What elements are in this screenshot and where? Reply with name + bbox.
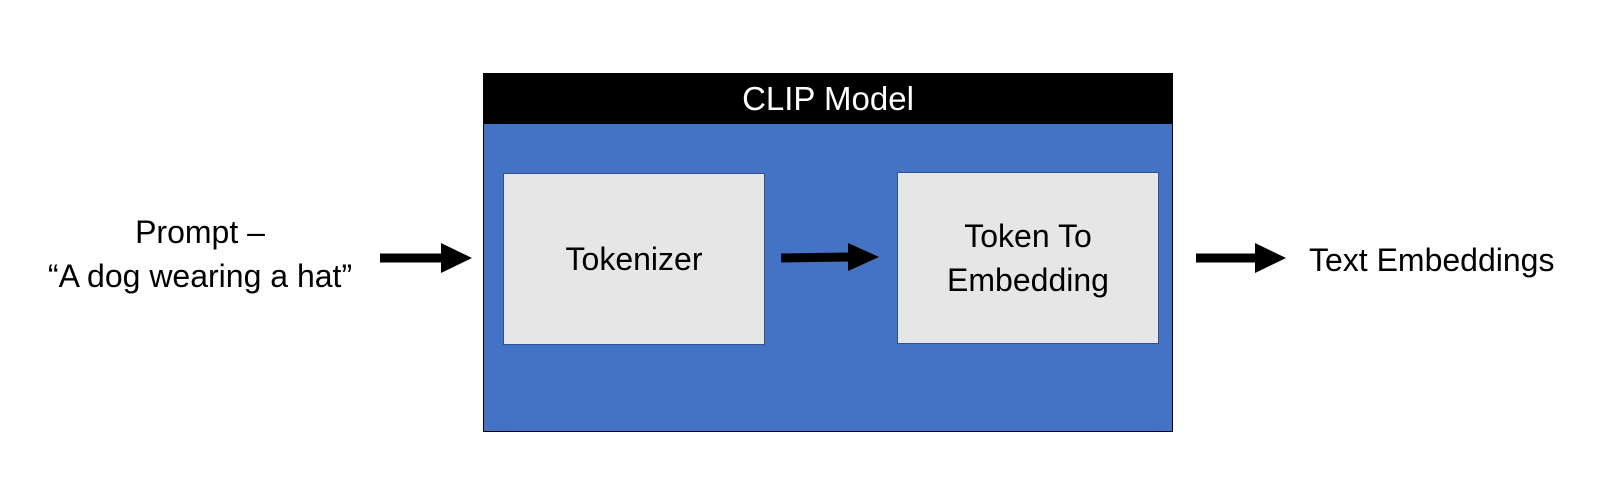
prompt-line-2: “A dog wearing a hat” bbox=[47, 258, 353, 294]
clip-model-container: CLIP Model Tokenizer Token To Embedding bbox=[483, 73, 1173, 432]
text-embeddings-label: Text Embeddings bbox=[1309, 242, 1555, 278]
tokenizer-label: Tokenizer bbox=[565, 241, 703, 277]
token-to-embedding-box: Token To Embedding bbox=[897, 172, 1159, 344]
input-arrow-icon bbox=[380, 243, 472, 273]
token-to-embedding-line-2: Embedding bbox=[947, 262, 1109, 298]
tokenizer-box: Tokenizer bbox=[503, 173, 765, 345]
prompt-line-1: Prompt – bbox=[135, 214, 265, 250]
output-arrow-icon bbox=[1196, 243, 1286, 273]
prompt-label: Prompt – “A dog wearing a hat” bbox=[10, 210, 390, 298]
clip-model-title: CLIP Model bbox=[484, 74, 1172, 124]
token-to-embedding-line-1: Token To bbox=[964, 218, 1092, 254]
internal-arrow-icon bbox=[781, 243, 879, 273]
